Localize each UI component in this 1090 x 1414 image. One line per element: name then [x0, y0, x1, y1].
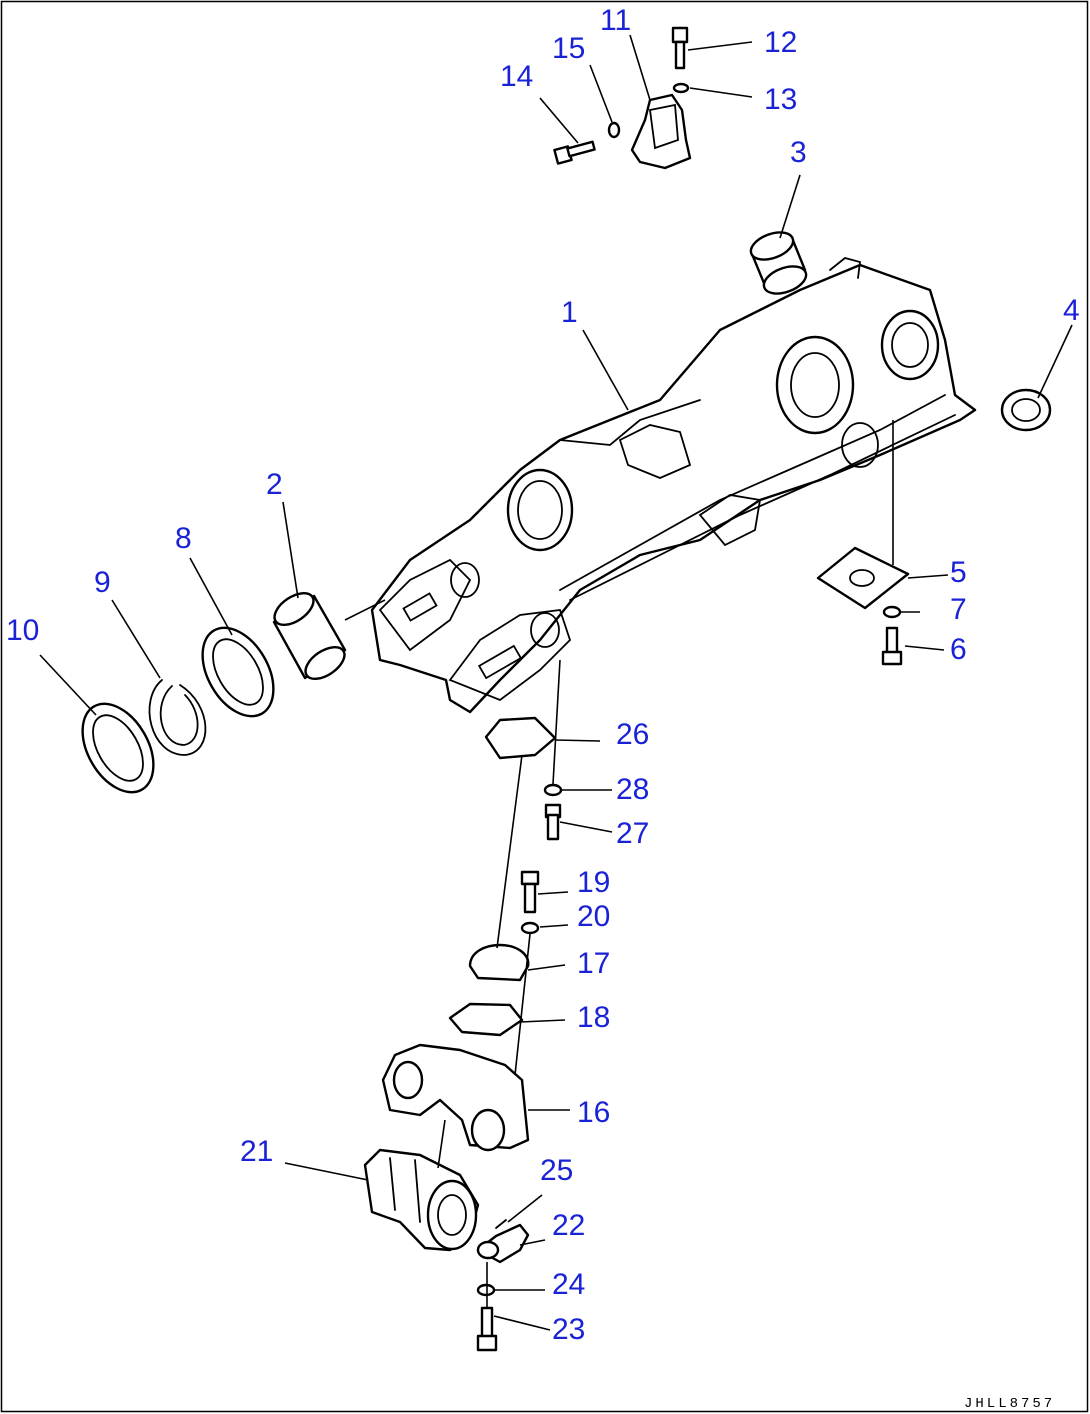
leader-11 — [629, 34, 651, 101]
callout-4: 4 — [1063, 294, 1080, 327]
callout-5: 5 — [950, 556, 967, 589]
callout-17: 17 — [577, 947, 610, 980]
bushing-3-part — [749, 231, 808, 295]
callout-23: 23 — [552, 1313, 585, 1346]
washer-20-part — [520, 921, 540, 935]
callout-13: 13 — [764, 83, 797, 116]
washer-24-part — [476, 1283, 496, 1297]
callout-19: 19 — [577, 866, 610, 899]
callout-6: 6 — [950, 633, 967, 666]
leader-6 — [904, 645, 945, 651]
guard-plate-part — [816, 546, 910, 610]
leader-9 — [111, 599, 161, 679]
leader-8 — [189, 557, 233, 636]
callout-22: 22 — [552, 1209, 585, 1242]
plate-22-part — [476, 1223, 530, 1264]
leader-20 — [539, 924, 569, 928]
alignment-line-21 — [437, 1119, 446, 1169]
leader-1 — [582, 329, 629, 411]
seal-part — [81, 702, 155, 794]
leader-18 — [519, 1019, 566, 1023]
leader-2 — [282, 501, 299, 599]
bolt-12-part — [671, 26, 689, 70]
callout-10: 10 — [6, 614, 39, 647]
bushing-part — [272, 591, 347, 681]
alignment-line-17 — [496, 754, 523, 949]
leader-4 — [1037, 324, 1073, 399]
cap-part — [630, 93, 692, 170]
alignment-line-2 — [344, 599, 386, 621]
callout-7: 7 — [950, 593, 967, 626]
leader-lines — [39, 34, 1073, 1331]
leader-22 — [519, 1239, 546, 1246]
leader-14 — [539, 97, 579, 144]
leader-25 — [507, 1194, 543, 1223]
callout-24: 24 — [552, 1268, 585, 1301]
leader-21 — [284, 1162, 369, 1181]
bolt-19-part — [520, 870, 540, 914]
alignment-line-20 — [514, 933, 531, 1076]
washer-28-part — [543, 783, 563, 797]
leader-15 — [589, 64, 613, 123]
roller-21-part — [363, 1148, 480, 1252]
bushing-4-part — [1000, 388, 1052, 432]
callout-25: 25 — [540, 1154, 573, 1187]
callout-15: 15 — [552, 32, 585, 65]
callout-18: 18 — [577, 1001, 610, 1034]
bolt-14-part — [553, 140, 596, 165]
leader-27 — [559, 821, 613, 833]
snap-ring-part — [148, 679, 207, 756]
callout-27: 27 — [616, 817, 649, 850]
seal-ring-part — [201, 626, 275, 718]
pin-25-part — [495, 1219, 507, 1229]
cover-26-part — [484, 716, 557, 760]
callout-21: 21 — [240, 1135, 273, 1168]
washer-13-part — [672, 82, 690, 94]
callout-16: 16 — [577, 1096, 610, 1129]
callout-14: 14 — [500, 60, 533, 93]
bolt-6-part — [881, 626, 903, 666]
callout-8: 8 — [175, 522, 192, 555]
drawing-id: JHLL8757 — [964, 1396, 1055, 1412]
bracket-16-part — [381, 1043, 530, 1152]
leader-23 — [493, 1315, 551, 1331]
leader-13 — [689, 87, 753, 98]
leader-17 — [527, 964, 566, 971]
callout-9: 9 — [94, 566, 111, 599]
callout-26: 26 — [616, 718, 649, 751]
track-frame-part — [370, 257, 977, 714]
callout-3: 3 — [790, 136, 807, 169]
leader-19 — [537, 891, 569, 895]
washer-15-part — [607, 121, 621, 139]
callout-12: 12 — [764, 26, 797, 59]
callout-11: 11 — [600, 4, 631, 37]
cover-17-part — [468, 943, 530, 982]
alignment-line-26 — [552, 659, 561, 785]
bolt-27-part — [544, 803, 562, 841]
plate-18-part — [448, 1002, 524, 1037]
callout-1: 1 — [561, 296, 578, 329]
leader-26 — [554, 739, 601, 742]
leader-10 — [39, 654, 97, 716]
leader-12 — [687, 41, 753, 51]
callout-20: 20 — [577, 900, 610, 933]
washer-7-part — [882, 605, 902, 619]
callout-labels: 1 2 3 4 5 6 7 8 9 10 11 12 13 14 15 16 1… — [6, 4, 1080, 1346]
leader-3 — [779, 174, 801, 239]
callout-2: 2 — [266, 468, 283, 501]
bolt-23-part — [476, 1306, 498, 1352]
callout-28: 28 — [616, 773, 649, 806]
leader-5 — [907, 574, 949, 579]
